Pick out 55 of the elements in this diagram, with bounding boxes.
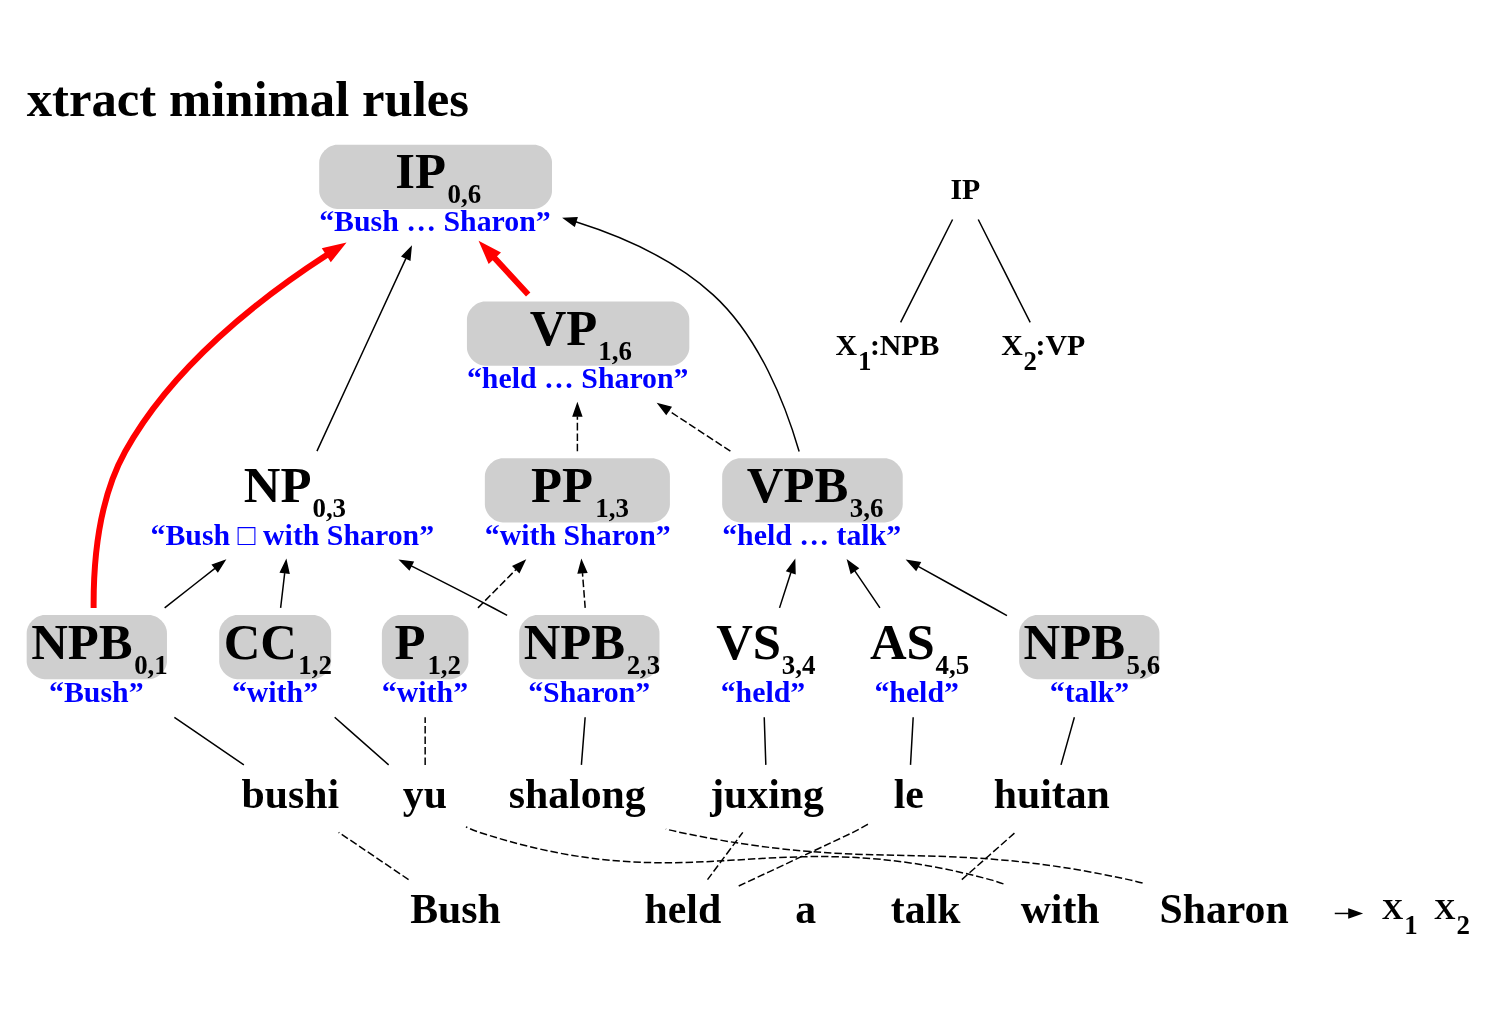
connector xyxy=(173,716,245,766)
node-text: shalong xyxy=(508,771,646,818)
arrow xyxy=(398,559,508,617)
connector xyxy=(706,831,744,881)
node-text: Sharon xyxy=(1159,886,1289,932)
arrow xyxy=(572,401,583,452)
node-box: VP$_{1,6}$ xyxy=(466,301,690,366)
node-text: talk xyxy=(890,886,961,932)
node-box: IP$_{0,6}$ xyxy=(319,144,552,209)
node-box: NPB$_{2,3}$ xyxy=(519,614,660,680)
node-text: le xyxy=(893,771,924,818)
arrow xyxy=(778,558,796,609)
arrow xyxy=(163,559,227,609)
node-text: bushi xyxy=(241,771,340,818)
node-text: VS$_{3,4}$ “held” xyxy=(716,613,816,708)
arrow xyxy=(562,217,800,453)
arrow xyxy=(905,559,1008,617)
node-text: juxing xyxy=(710,771,824,818)
node-text: with xyxy=(1020,886,1100,932)
diagram-title: xtract minimal rules xyxy=(26,71,470,128)
node-text: AS$_{4,5}$ “held” xyxy=(869,613,970,708)
arrow xyxy=(846,558,881,609)
connector xyxy=(738,823,869,887)
arrow xyxy=(656,402,732,452)
node-text: huitan xyxy=(993,771,1110,818)
connector xyxy=(961,831,1017,881)
arrow xyxy=(279,558,290,609)
node-text: X$_{1}$:NPB xyxy=(835,328,940,377)
node-text: NP$_{0,3}$ “Bush □ with Sharon” xyxy=(150,456,435,551)
arrow xyxy=(316,245,412,452)
arrow xyxy=(478,240,531,297)
arrow xyxy=(577,558,588,609)
arrow xyxy=(90,242,347,608)
node-box: PP$_{1,3}$ xyxy=(484,458,670,523)
node-box: P$_{1,2}$ xyxy=(381,614,469,680)
connector xyxy=(1060,716,1076,766)
connector xyxy=(580,716,586,766)
node-box: NPB$_{0,1}$ xyxy=(26,614,167,680)
node-text: X$_{1}$ X$_{2}$ xyxy=(1381,892,1470,941)
connector xyxy=(899,218,954,324)
node-text: a xyxy=(795,886,817,932)
connector xyxy=(465,826,1005,885)
connector xyxy=(424,716,426,766)
node-text: yu xyxy=(402,771,447,818)
connector xyxy=(333,716,390,766)
connector xyxy=(977,218,1031,324)
node-text: held xyxy=(644,886,722,932)
node-box: NPB$_{5,6}$ xyxy=(1019,614,1160,680)
node-box: VPB$_{3,6}$ xyxy=(722,458,903,523)
connector xyxy=(763,716,767,766)
node-text: X$_{2}$:VP xyxy=(1001,328,1086,377)
node-text: IP xyxy=(950,171,981,205)
node-text: Bush xyxy=(410,886,501,932)
connector xyxy=(909,716,914,766)
arrow xyxy=(477,559,527,609)
